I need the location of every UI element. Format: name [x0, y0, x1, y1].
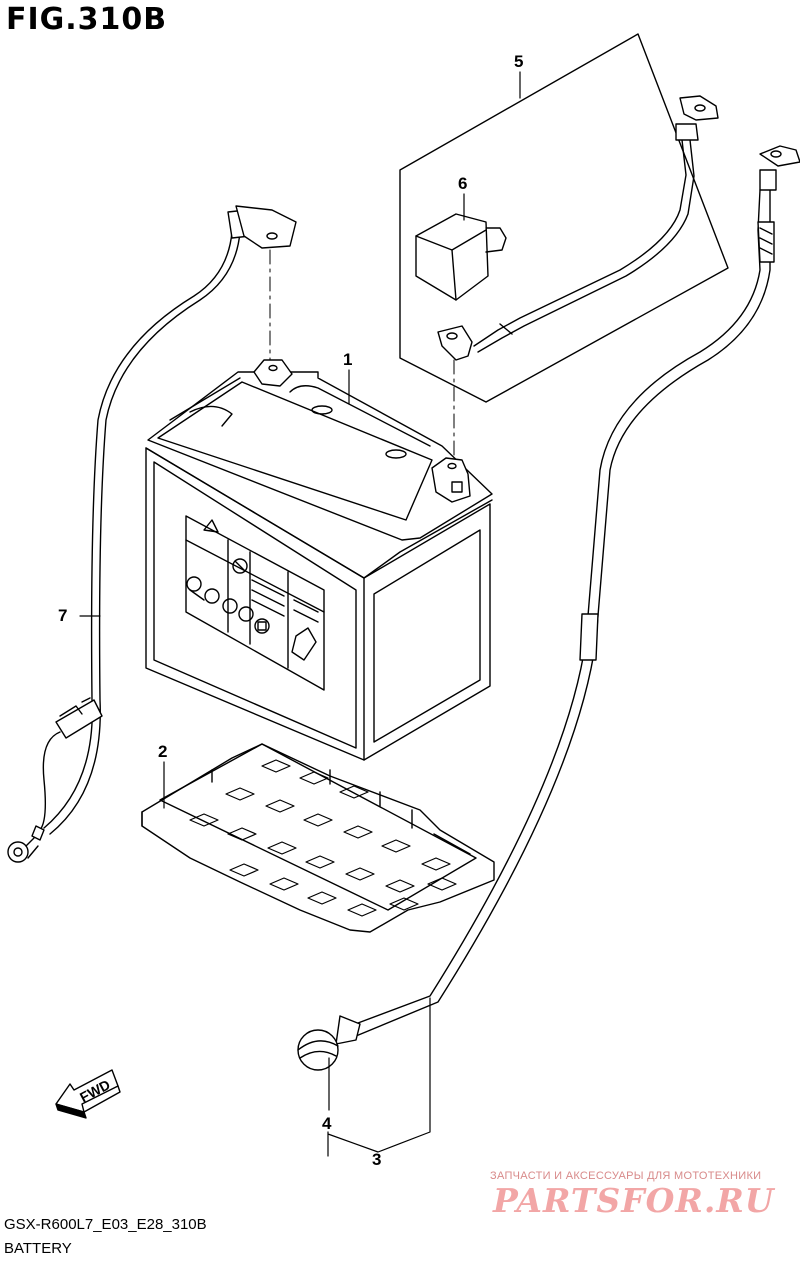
assembly-lines	[269, 249, 455, 459]
terminal-boot	[297, 1029, 339, 1071]
section-name: BATTERY	[4, 1240, 72, 1257]
battery-tray	[141, 743, 495, 933]
kit-outline	[399, 33, 729, 403]
callout-4: 4	[322, 1114, 332, 1133]
battery	[145, 359, 493, 761]
watermark-logo: PARTSFOR.RU	[493, 1181, 775, 1220]
watermark-tagline: ЗАПЧАСТИ И АКСЕССУАРЫ ДЛЯ МОТОТЕХНИКИ	[490, 1170, 762, 1182]
terminal-cover	[415, 213, 507, 301]
negative-cable	[335, 145, 800, 1045]
ground-lead	[7, 205, 297, 863]
figure-title: FIG.310B	[6, 2, 168, 37]
callout-3: 3	[372, 1150, 382, 1169]
fwd-arrow-icon: FWD	[55, 1069, 121, 1119]
positive-cable	[437, 95, 719, 361]
callout-2: 2	[158, 742, 168, 761]
model-code: GSX-R600L7_E03_E28_310B	[4, 1216, 207, 1233]
callout-6: 6	[458, 174, 468, 193]
callout-5: 5	[514, 52, 524, 71]
callout-1: 1	[343, 350, 353, 369]
callout-7: 7	[58, 606, 68, 625]
leader-lines	[79, 71, 521, 1157]
